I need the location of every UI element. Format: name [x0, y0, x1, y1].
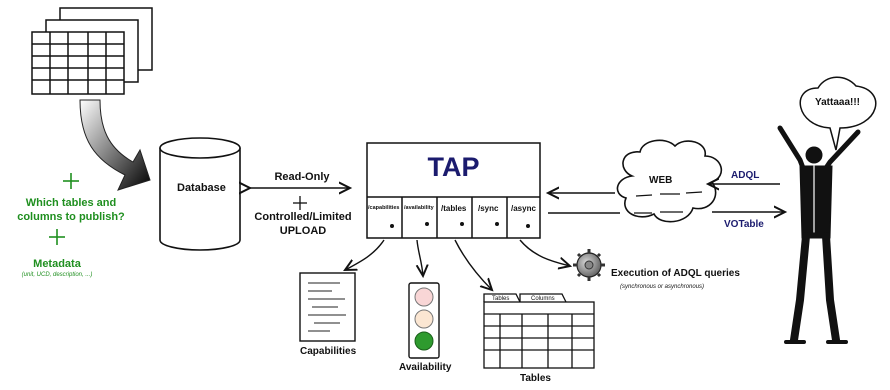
capabilities-document-icon	[299, 272, 356, 342]
metadata-detail: (unit, UCD, description, ...)	[21, 272, 93, 278]
tables-label: Tables	[520, 373, 551, 384]
tab-columns-label: Columns	[531, 296, 555, 302]
endpoint-tables: /tables	[441, 204, 467, 213]
plus-small-icon	[293, 196, 307, 210]
traffic-light-icon	[408, 282, 440, 359]
endpoint-capabilities: /capabilities	[368, 205, 400, 211]
controlled-label: Controlled/Limited	[254, 211, 352, 223]
stacked-tables-icon	[31, 7, 153, 95]
endpoint-async: /async	[511, 204, 536, 213]
which-tables-label: Which tables and columns to publish?	[17, 197, 125, 223]
speech-bubble	[799, 76, 877, 151]
tap-title: TAP	[427, 152, 480, 182]
tab-tables-label: Tables	[492, 296, 510, 302]
database-label: Database	[177, 182, 226, 194]
endpoint-dots	[390, 222, 530, 228]
adql-label: ADQL	[731, 170, 760, 181]
speech-text: Yattaaa!!!	[815, 97, 861, 108]
capabilities-label: Capabilities	[300, 346, 357, 357]
gear-icon	[573, 249, 605, 281]
execution-title: Execution of ADQL queries	[611, 268, 740, 279]
availability-label: Availability	[399, 362, 452, 373]
execution-detail: (synchronous or asynchronous)	[620, 284, 705, 290]
upload-label: UPLOAD	[279, 225, 327, 237]
votable-label: VOTable	[724, 219, 764, 230]
endpoint-sync: /sync	[478, 204, 499, 213]
person-icon	[777, 125, 861, 344]
web-label: WEB	[649, 175, 673, 186]
tables-icon	[483, 293, 595, 369]
cloud-dashes	[634, 191, 703, 214]
flow-arrow-to-database	[79, 99, 151, 191]
read-only-label: Read-Only	[274, 171, 330, 183]
plus-icon	[49, 173, 79, 245]
endpoint-availability: /availability	[404, 205, 434, 211]
output-arrows	[345, 239, 570, 290]
tap-box	[366, 142, 541, 239]
database-icon	[159, 137, 241, 251]
metadata-title: Metadata	[33, 258, 81, 270]
